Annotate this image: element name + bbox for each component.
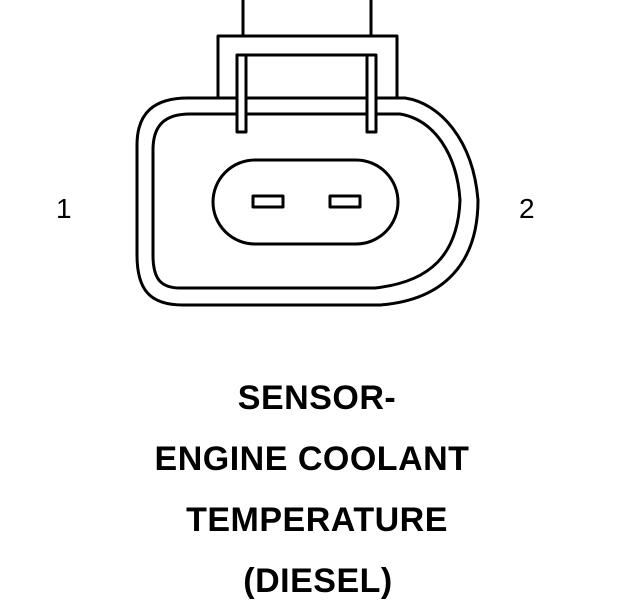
pin-2-label: 2 xyxy=(519,193,535,224)
connector-outer-housing xyxy=(135,96,480,307)
connector-drawing xyxy=(135,0,480,307)
terminal-slot-1 xyxy=(251,194,285,209)
latch-arm-left xyxy=(235,53,248,134)
connector-top-tab xyxy=(241,0,373,36)
caption-line-1: SENSOR- xyxy=(237,379,397,417)
terminal-slot-2 xyxy=(328,194,362,209)
terminal-cavity xyxy=(211,158,400,246)
caption-line-4: (DIESEL) xyxy=(243,562,393,600)
component-caption: SENSOR- ENGINE COOLANT TEMPERATURE (DIES… xyxy=(0,368,624,600)
caption-line-2: ENGINE COOLANT xyxy=(154,440,470,478)
pin-1-label: 1 xyxy=(56,193,72,224)
caption-line-3: TEMPERATURE xyxy=(186,501,448,539)
connector-inner-housing xyxy=(151,112,462,290)
latch-arm-right xyxy=(365,53,378,134)
